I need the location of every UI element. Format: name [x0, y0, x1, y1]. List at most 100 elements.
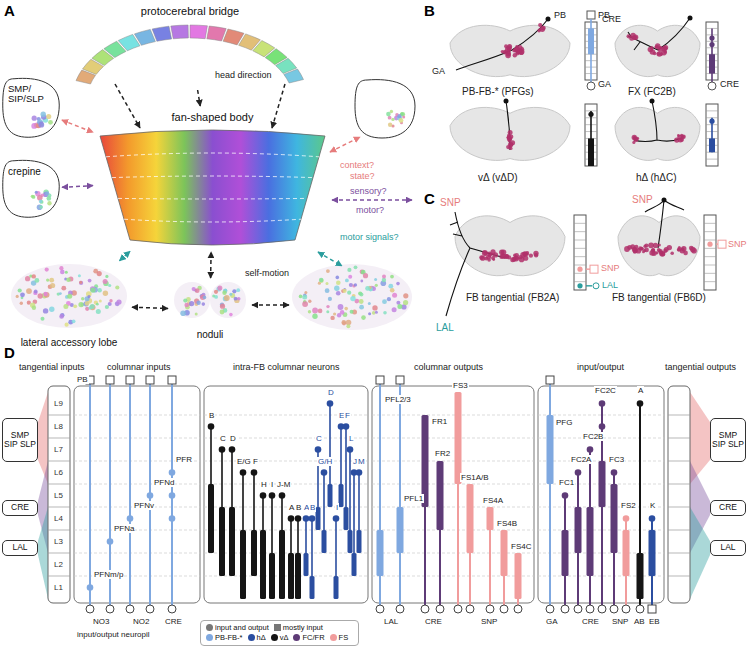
text-label: F	[344, 411, 351, 420]
line	[668, 507, 690, 508]
dot	[189, 301, 194, 306]
text-label: columnar inputs	[106, 362, 172, 372]
dot	[32, 274, 36, 278]
text-label: FS1A/B	[460, 473, 490, 482]
dot	[32, 306, 36, 310]
layer-column	[585, 22, 597, 80]
line	[574, 256, 586, 257]
arbor-dot	[240, 469, 247, 476]
arbor-dot	[611, 469, 618, 476]
line	[574, 273, 586, 274]
line	[372, 484, 534, 485]
legend-swatch	[206, 634, 213, 641]
legend-item: FS	[330, 633, 349, 642]
line	[574, 240, 586, 241]
dot	[390, 275, 394, 279]
arbor-bar	[501, 530, 508, 576]
dot	[342, 320, 347, 325]
text-label: GA	[598, 79, 611, 89]
neuropil-circle	[587, 82, 595, 90]
arbor-bar	[352, 553, 357, 576]
text-label: F	[252, 457, 259, 466]
pb-glomerulus	[152, 26, 172, 41]
line	[204, 576, 368, 577]
dot	[96, 303, 99, 306]
text-label: GA	[545, 617, 559, 626]
dot	[220, 310, 225, 315]
dot	[302, 301, 308, 307]
line	[372, 553, 534, 554]
line	[345, 427, 347, 519]
dot	[523, 252, 527, 256]
dot	[234, 297, 238, 301]
dot	[73, 304, 77, 308]
dot	[359, 292, 363, 296]
dot	[43, 292, 47, 296]
neuropil-circle	[610, 605, 618, 613]
connector	[62, 120, 93, 132]
line	[706, 110, 718, 111]
connector	[198, 90, 201, 106]
text-label: L8	[53, 422, 64, 431]
arbor-bar	[467, 484, 474, 553]
text-label: FX (FC2B)	[628, 86, 676, 98]
panel-frame	[204, 386, 368, 603]
dot	[529, 254, 533, 258]
dot	[633, 136, 636, 139]
panel-letter: C	[424, 190, 435, 207]
dot	[386, 112, 391, 117]
arbor-bar	[547, 415, 554, 484]
dot	[348, 275, 352, 279]
text-label: C	[315, 434, 323, 443]
neuron-arbor	[634, 101, 682, 142]
text-label: SNP	[611, 617, 629, 626]
dot	[667, 245, 672, 250]
arbor-dot	[575, 469, 582, 476]
dot	[655, 45, 659, 49]
dot	[644, 248, 649, 253]
text-label: L5	[53, 491, 64, 500]
soma	[546, 17, 551, 22]
text-label: PFR	[175, 455, 193, 464]
dot	[343, 289, 347, 293]
dot	[519, 255, 523, 259]
dashed-arrow	[115, 84, 140, 128]
dot	[60, 270, 65, 275]
dot	[88, 279, 92, 283]
text-label: SNP	[632, 194, 653, 206]
arbor-dot	[303, 515, 310, 522]
arbor-dot	[347, 446, 354, 453]
line	[204, 461, 368, 462]
dot	[505, 254, 509, 258]
pb-square	[376, 376, 384, 384]
dot	[515, 256, 519, 260]
line	[204, 553, 368, 554]
text-label: PB-FB-* (PFGs)	[462, 86, 534, 98]
connector	[62, 186, 93, 188]
dot	[59, 266, 63, 270]
region-label: SMP SIP SLP	[712, 431, 744, 450]
bar	[588, 138, 594, 166]
region-label: SMP SIP SLP	[4, 431, 36, 450]
arbor-dot	[599, 423, 606, 430]
arbor-dot	[599, 400, 606, 407]
line	[48, 415, 70, 416]
layer-column	[706, 22, 718, 80]
text-label: CRE	[581, 617, 600, 626]
dot	[212, 295, 215, 298]
projection-wedge	[38, 507, 48, 599]
line	[48, 461, 70, 462]
dot	[390, 288, 395, 293]
text-label: L3	[53, 537, 64, 546]
dot	[79, 281, 82, 284]
line	[704, 223, 716, 224]
brain-outline	[615, 107, 700, 160]
dashed-arrow	[252, 304, 289, 306]
neuropil-circle	[561, 605, 569, 613]
neuron-arbor	[645, 200, 684, 248]
legend-text: input and output	[215, 623, 269, 632]
dot	[302, 294, 307, 299]
arbor-dot	[251, 469, 258, 476]
text-label: intra-FB columnar neurons	[232, 362, 341, 372]
dot	[388, 284, 393, 289]
